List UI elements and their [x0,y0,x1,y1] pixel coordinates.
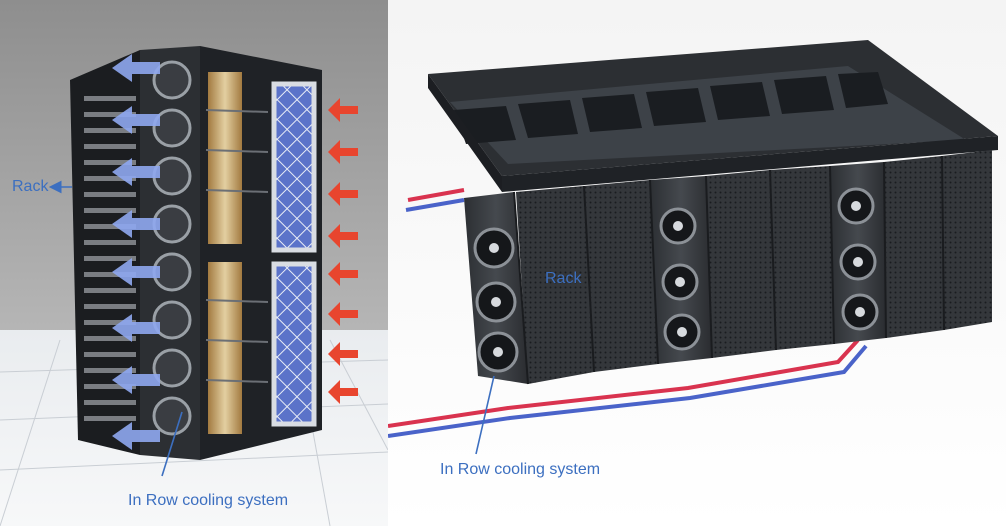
rack-label: Rack [545,270,582,287]
supply-pipes [388,188,860,428]
rack-cabinet [516,186,594,384]
rack-label: Rack [12,178,49,195]
rack-cutaway-photo: Rack In Row cooling system [0,0,388,526]
cooling-pointer-line [475,375,495,455]
in-row-cooling-label: In Row cooling system [128,492,289,509]
cooler-fans [473,187,879,373]
cool-air-arrows [112,54,160,450]
cooling-unit [200,46,322,460]
in-row-cooling-label: In Row cooling system [440,461,601,478]
cooling-pointer-line [161,411,183,477]
fan-column [152,60,192,436]
cabinet-row-photo: Rack In Row cooling system [388,0,1006,526]
roof-containment [428,40,998,192]
hot-air-arrows [328,98,358,404]
return-pipes [388,198,868,438]
rack-cabinet [70,46,200,460]
